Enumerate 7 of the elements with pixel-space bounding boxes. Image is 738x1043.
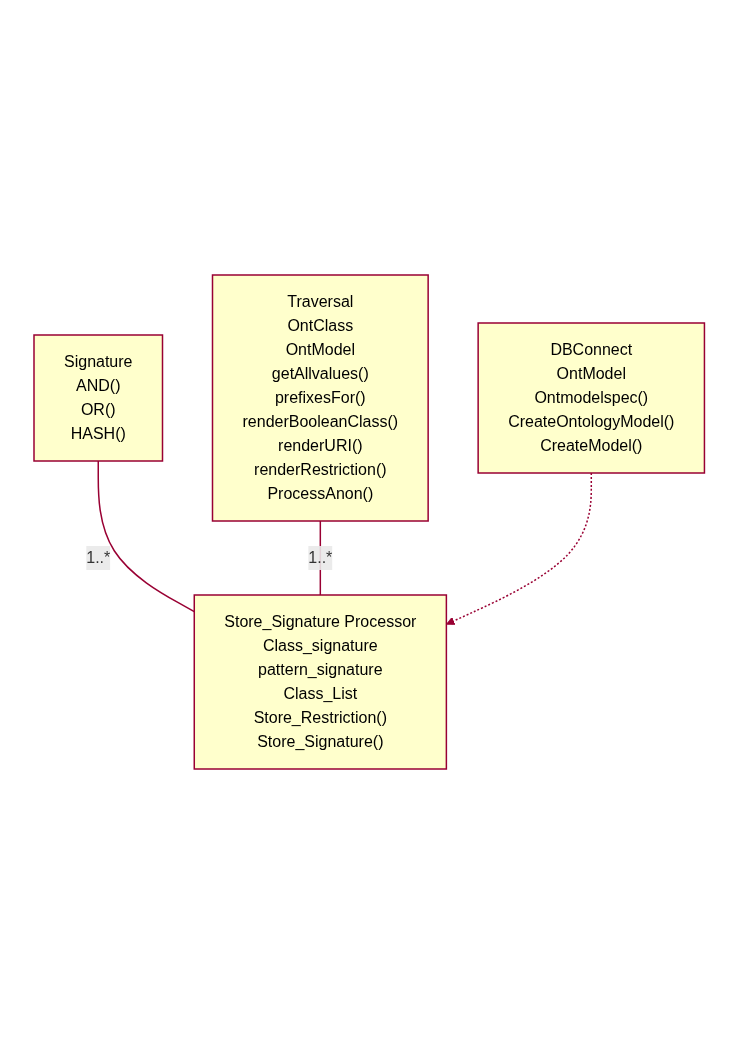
connector: [97, 459, 195, 612]
edge-label: 1..*: [308, 548, 333, 566]
node-box: DBConnect OntModel Ontmodelspec() CreateOntologyModel() CreateModel(): [477, 321, 705, 474]
node-box: Store_Signature Processor Class_signature pattern_signature Class_List Store_Restriction() Store_Signature(): [193, 593, 447, 770]
node-box: Signature AND() OR() HASH(): [33, 333, 164, 462]
edge-label: 1..*: [86, 548, 111, 566]
node-box: Traversal OntClass OntModel getAllvalues() prefixesFor() renderBooleanClass() renderURI() renderRestriction() ProcessAnon(): [211, 273, 429, 522]
